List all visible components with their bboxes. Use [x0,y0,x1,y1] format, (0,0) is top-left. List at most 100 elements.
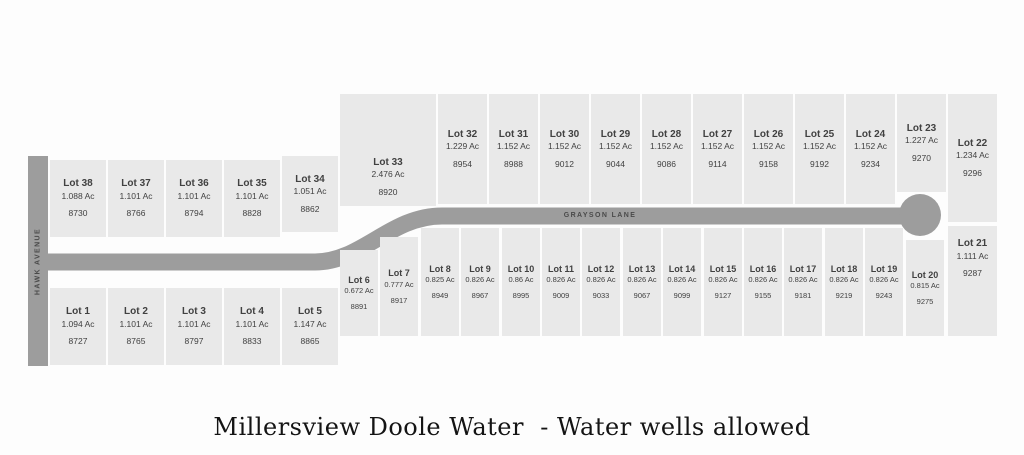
lot-name: Lot 20 [911,269,939,280]
lot-acreage: 1.101 Ac [119,190,153,201]
lot-number: 8730 [68,208,88,219]
lot-name: Lot 29 [600,128,631,140]
grayson-lane-label: GRAYSON LANE [563,212,637,219]
lot-name: Lot 14 [668,263,696,274]
lot-name: Lot 27 [702,128,733,140]
lot-acreage: 0.826 Ac [667,275,697,285]
lot-number: 8794 [184,208,204,219]
lot-number: 8828 [242,208,262,219]
lot-number: 9219 [835,291,853,301]
lot-name: Lot 21 [957,238,988,249]
lot-number: 9155 [754,291,772,301]
lot-acreage: 0.826 Ac [708,275,738,285]
grayson-lane-road [28,207,902,271]
lot-name: Lot 3 [182,306,206,318]
lot-number: 8967 [471,291,489,301]
lot-acreage: 0.826 Ac [748,275,778,285]
lot-acreage: 0.826 Ac [869,275,899,285]
lot-acreage: 0.826 Ac [627,275,657,285]
lot-name: Lot 18 [830,263,858,274]
lot-acreage: 1.227 Ac [904,135,939,146]
lot-acreage: 0.815 Ac [910,281,940,291]
map-title: Millersview Doole Water - Water wells al… [213,413,811,441]
lot-acreage: 1.111 Ac [956,250,989,261]
lot-number: 8862 [300,203,320,214]
lot-name: Lot 30 [549,128,580,140]
lot-number: 9181 [794,291,812,301]
lot-acreage: 1.229 Ac [445,141,480,152]
lot-acreage: 0.826 Ac [586,275,616,285]
lot-acreage: 1.101 Ac [177,190,211,201]
lot-name: Lot 26 [753,128,784,140]
lot-number: 9296 [963,167,982,178]
lot-number: 8766 [126,208,146,219]
lot-acreage: 1.152 Ac [598,141,633,152]
lot-name: Lot 22 [957,137,988,149]
lot-number: 8988 [504,158,523,169]
lot-number: 9033 [592,291,610,301]
lot-number: 8954 [453,158,472,169]
lot-acreage: 1.051 Ac [293,186,327,197]
lot-acreage: 1.094 Ac [61,318,95,329]
lot-acreage: 1.152 Ac [700,141,735,152]
lot-acreage: 1.152 Ac [853,141,888,152]
lot-name: Lot 8 [429,263,451,274]
lot-number: 9127 [714,291,732,301]
lot-acreage: 1.088 Ac [61,190,95,201]
lot-name: Lot 23 [906,122,937,134]
lot-acreage: 1.101 Ac [235,190,269,201]
lot-number: 8917 [390,295,408,305]
lot-name: Lot 31 [498,128,529,140]
lot-name: Lot 12 [587,263,615,274]
lot-name: Lot 2 [124,306,148,318]
lot-number: 8727 [68,336,88,347]
lot-acreage: 1.234 Ac [955,150,990,161]
lot-name: Lot 33 [373,156,403,168]
lot-acreage: 0.672 Ac [344,286,374,296]
lot-acreage: 1.147 Ac [293,318,327,329]
lot-number: 8995 [512,291,530,301]
lot-number: 9114 [708,158,727,169]
lot-number: 9086 [657,158,676,169]
lot-name: Lot 15 [709,263,737,274]
lot-number: 8865 [300,336,320,347]
lot-acreage: 1.101 Ac [119,318,153,329]
lot-name: Lot 28 [651,128,682,140]
lot-number: 9192 [810,158,829,169]
lot-number: 9012 [555,158,574,169]
lot-number: 9099 [673,291,691,301]
lot-name: Lot 34 [295,173,325,185]
lot-name: Lot 38 [63,178,93,190]
hawk-avenue-label: HAWK AVENUE [34,227,42,296]
lot-name: Lot 37 [121,178,151,190]
